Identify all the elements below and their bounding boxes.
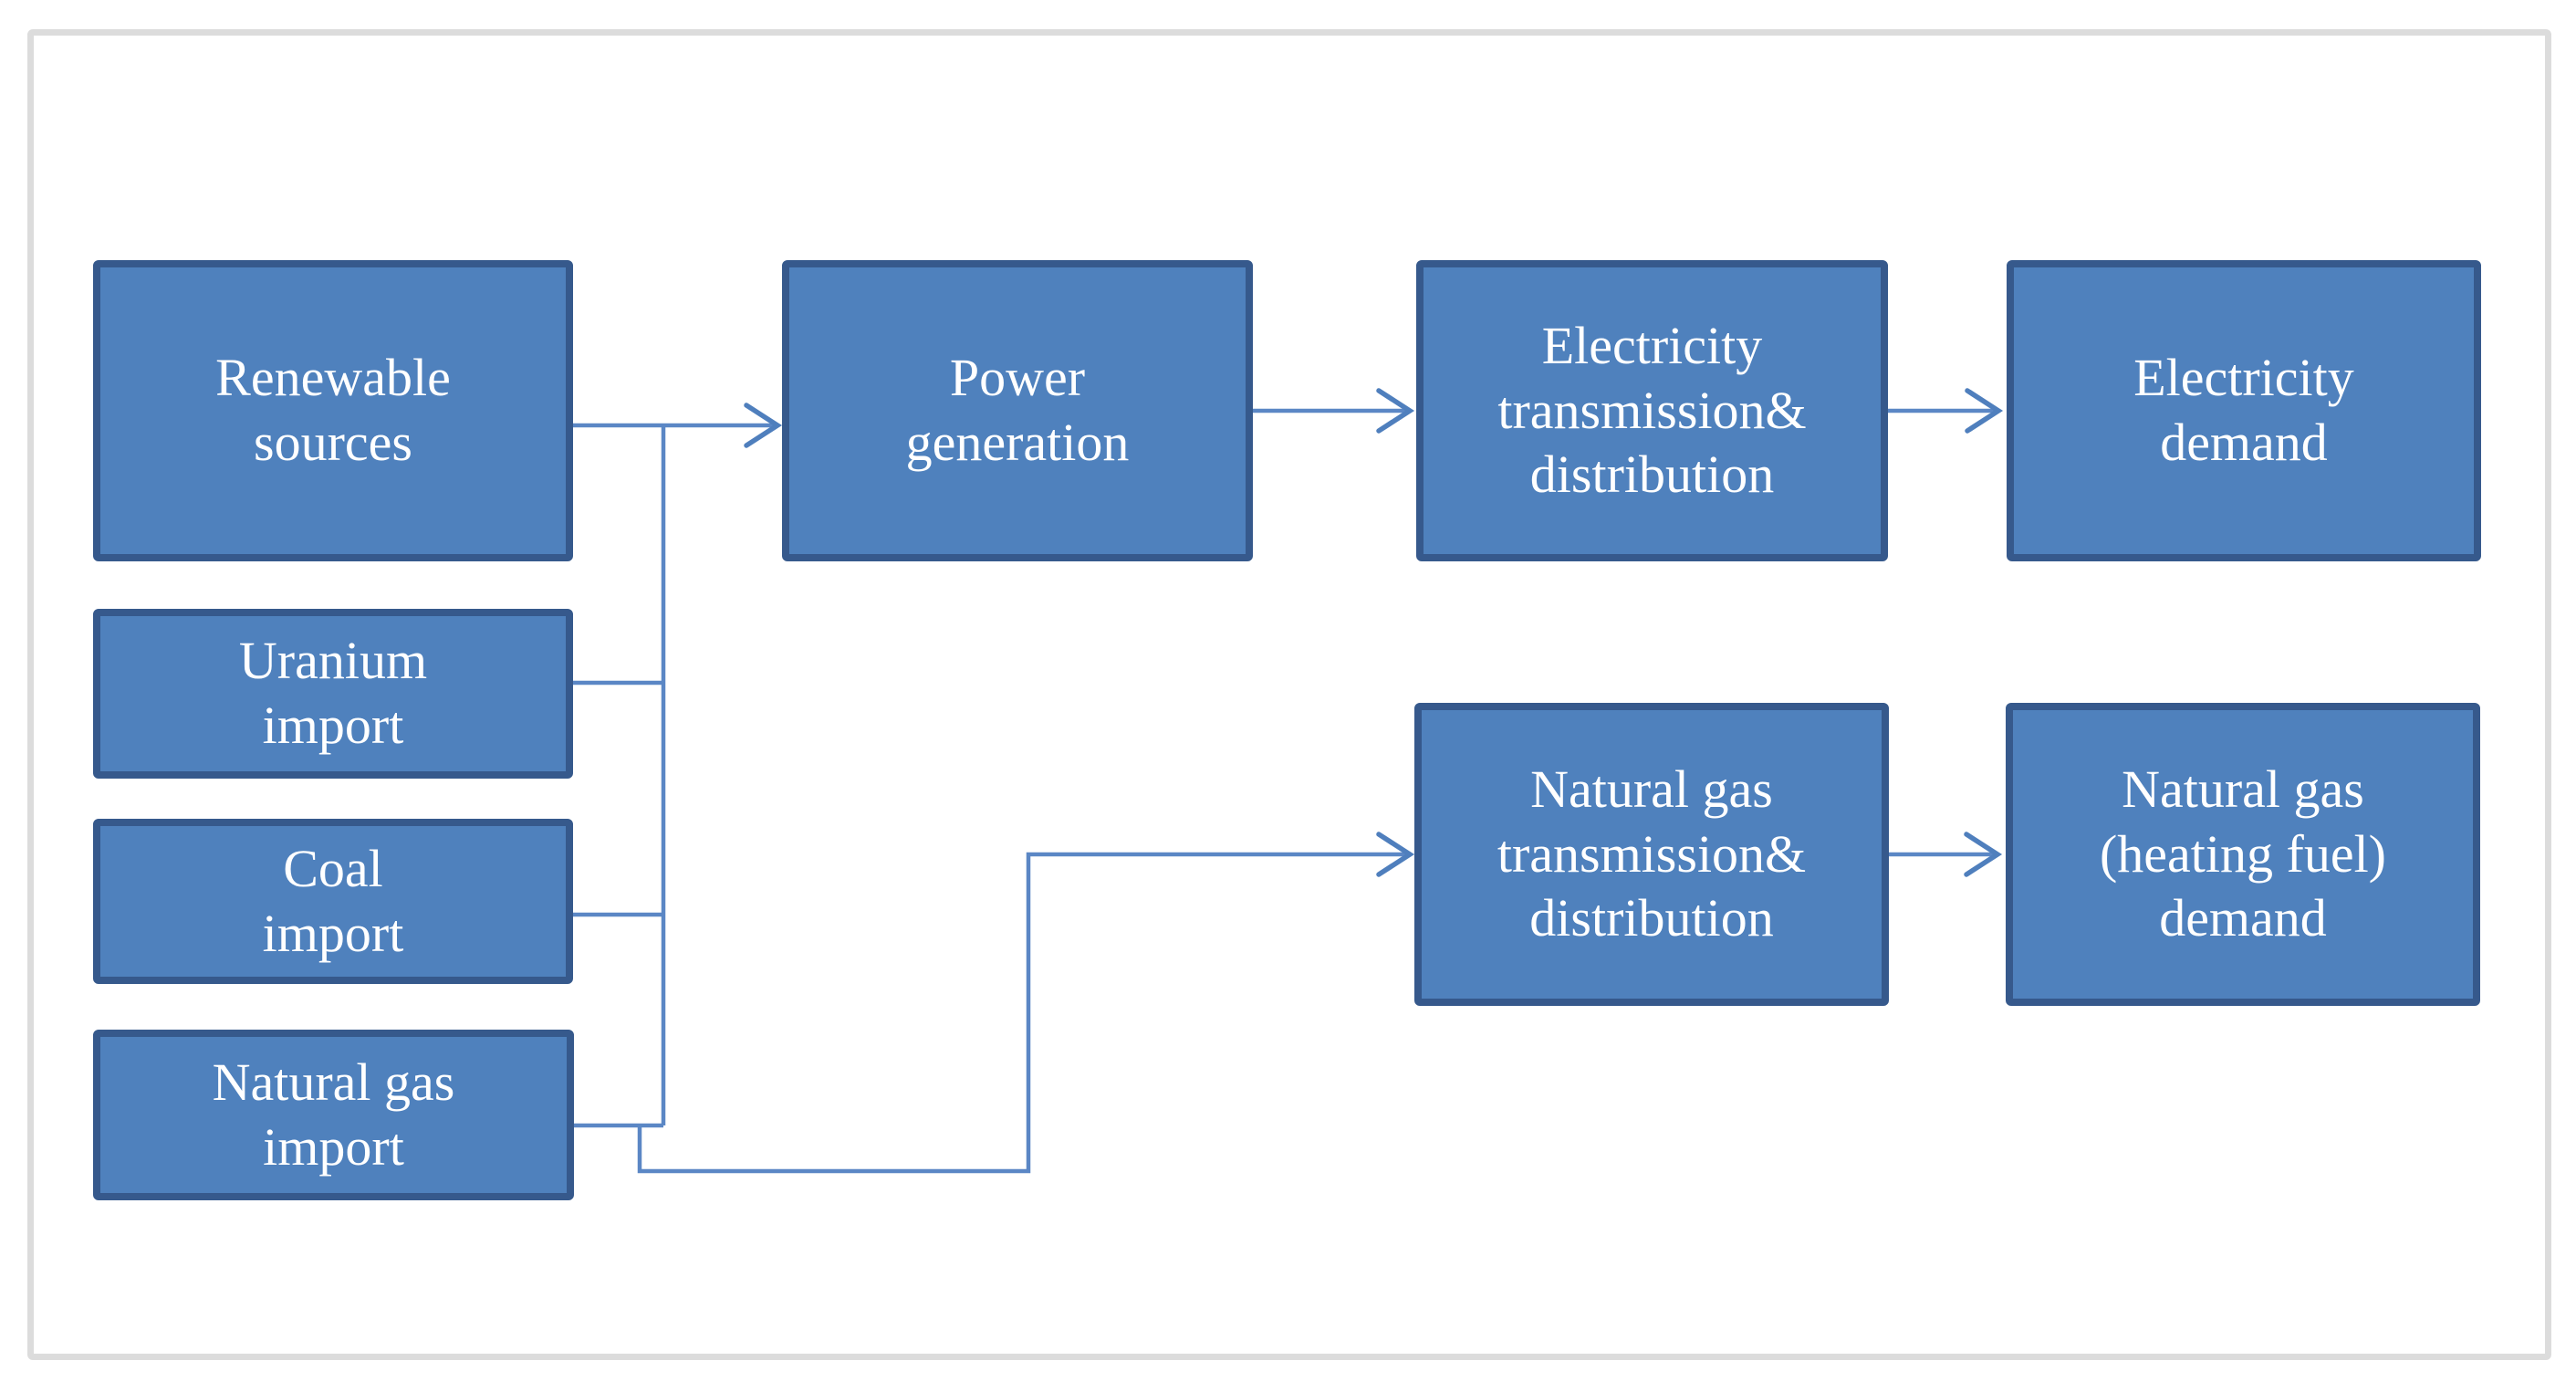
- arrowhead-into-gas-transmission: [1376, 832, 1415, 877]
- node-natural-gas-import: Natural gas import: [93, 1030, 574, 1200]
- node-natural-gas-heating-fuel-demand: Natural gas (heating fuel) demand: [2006, 703, 2480, 1006]
- arrowhead-into-elec-demand: [1965, 388, 2004, 434]
- node-power-generation: Power generation: [782, 260, 1253, 561]
- arrowhead-into-elec-transmission: [1376, 388, 1415, 434]
- edge-gas-import-to-gas-transmission: [637, 852, 1409, 1174]
- node-renewable-sources: Renewable sources: [93, 260, 573, 561]
- node-electricity-demand: Electricity demand: [2007, 260, 2481, 561]
- node-coal-import: Coal import: [93, 819, 573, 984]
- node-natural-gas-transmission-distribution: Natural gas transmission& distribution: [1414, 703, 1889, 1006]
- node-electricity-transmission-distribution: Electricity transmission& distribution: [1416, 260, 1888, 561]
- node-uranium-import: Uranium import: [93, 609, 573, 779]
- arrowhead-into-power-generation: [744, 403, 783, 448]
- arrowhead-into-gas-demand: [1964, 832, 2003, 877]
